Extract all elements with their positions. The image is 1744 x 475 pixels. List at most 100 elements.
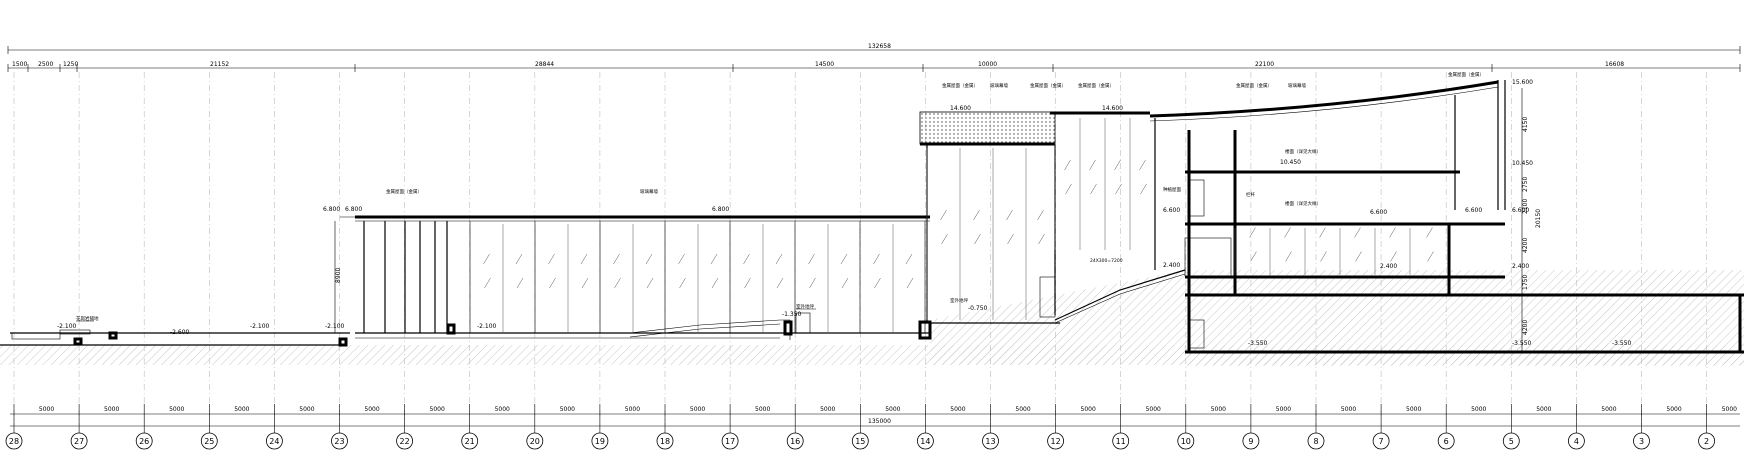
bay-dimension-text: 5000 [1276, 406, 1291, 413]
top-segment-ticks [7, 64, 1741, 72]
bay-dimension-text: 5000 [299, 406, 314, 413]
overall-dimension-text: 132658 [868, 43, 891, 50]
grid-label-10: 10 [1181, 437, 1191, 446]
glass-mark [1427, 251, 1434, 262]
glass-mark [613, 253, 620, 265]
bay-dimension-text: 5000 [820, 406, 835, 413]
level-ground-b: -2.600 [170, 329, 190, 336]
level-plinth: -0.750 [968, 305, 988, 312]
note-metal-roof-2: 金属屋面（金属） [942, 82, 978, 89]
bay-dimension-text: 5000 [625, 406, 640, 413]
bay-dimension-text: 5000 [560, 406, 575, 413]
glass-mark [1284, 227, 1291, 238]
top-segment-1: 1500 [12, 61, 27, 68]
bay-dimension-text: 5000 [1722, 406, 1737, 413]
level-10450-b: 10.450 [1512, 160, 1533, 167]
grid-label-2: 2 [1704, 437, 1709, 446]
level-2400-c: 2.400 [1512, 263, 1529, 270]
bay-dimension-text: 5000 [1211, 406, 1226, 413]
bay-dimension-text: 5000 [364, 406, 379, 413]
glass-mark [580, 253, 588, 265]
glass-mark [873, 253, 880, 265]
grid-label-4: 4 [1574, 437, 1579, 446]
glass-mark [1250, 251, 1257, 262]
glass-mark [973, 209, 980, 221]
glass-mark [905, 253, 913, 265]
level-roof-low-c: 6.800 [712, 206, 729, 213]
grid-label-12: 12 [1051, 437, 1061, 446]
level-2400: 2.400 [1163, 262, 1180, 269]
low-wing-glazing [469, 224, 914, 332]
glass-mark [515, 253, 523, 265]
grid-label-7: 7 [1379, 437, 1384, 446]
level-roof-top: 15.600 [1512, 79, 1533, 86]
stair-note: 24X300=7200 [1090, 258, 1123, 264]
glass-mark [614, 277, 621, 289]
bay-dimension-text: 5000 [1471, 406, 1486, 413]
glass-mark [1064, 159, 1071, 171]
level-6600-d: 6.600 [1512, 207, 1529, 214]
grid-label-26: 26 [139, 437, 149, 446]
glass-mark [941, 233, 948, 245]
glass-mark [1006, 209, 1013, 221]
grid-label-21: 21 [465, 437, 475, 446]
level-ramp: -1.350 [782, 311, 802, 318]
note-ramp: 室外地坪 [796, 303, 814, 310]
glass-mark [809, 277, 816, 289]
glass-mark [679, 277, 686, 289]
top-segment-2: 2500 [38, 61, 53, 68]
grid-label-14: 14 [920, 437, 930, 446]
vertical-dimensions: 8900 4150 2750 20150 4200 1750 4200 2100 [334, 88, 1542, 352]
top-segment-5: 28844 [535, 61, 554, 68]
vdim-20150: 20150 [1535, 209, 1542, 228]
glass-mark [743, 253, 750, 265]
glass-mark [1249, 227, 1256, 238]
glass-mark [1139, 159, 1146, 171]
grid-label-20: 20 [530, 437, 540, 446]
glass-mark [1426, 227, 1433, 238]
glass-mark [1038, 233, 1045, 245]
note-green-roof: 种植屋面 [1163, 186, 1181, 193]
grid-label-28: 28 [9, 437, 19, 446]
bay-dimensions: 5000 5000 5000 5000 5000 5000 5000 5000 5000 5000… [13, 404, 1737, 430]
glass-mark [483, 253, 490, 265]
glass-mark [906, 277, 914, 289]
glass-mark [1140, 183, 1147, 195]
glass-mark [678, 253, 685, 265]
glass-mark [974, 233, 981, 245]
glass-mark [841, 277, 849, 289]
bay-dimension-text: 5000 [885, 406, 900, 413]
note-railing: 栏杆 [1246, 191, 1255, 198]
glass-mark [1090, 183, 1097, 195]
note-canopy-3: 玻璃幕墙 [1288, 82, 1306, 89]
bay-dimension-text: 5000 [169, 406, 184, 413]
vdim-4200: 4200 [1522, 238, 1529, 253]
grid-label-23: 23 [334, 437, 344, 446]
atrium-glazing [1054, 118, 1147, 250]
glass-mark [1007, 233, 1014, 245]
level-roof-low-b: 6.800 [345, 206, 362, 213]
grid-label-25: 25 [204, 437, 214, 446]
glass-mark [581, 277, 589, 289]
note-left: 花岗岩铺地 [76, 315, 99, 322]
note-outdoor: 室外地坪 [950, 297, 968, 304]
low-wing: -1.350 室外地坪 [340, 215, 930, 340]
level-6600-c: 6.600 [1465, 207, 1482, 214]
grid-label-22: 22 [400, 437, 410, 446]
glass-mark [1065, 183, 1072, 195]
bay-dimension-text: 5000 [104, 406, 119, 413]
glass-mark [1089, 159, 1096, 171]
glass-mark [940, 209, 947, 221]
bay-dimension-text: 5000 [39, 406, 54, 413]
glass-mark [776, 277, 784, 289]
glass-mark [1355, 251, 1362, 262]
glass-mark [1285, 251, 1292, 262]
mid-block: -0.750 [918, 111, 1060, 340]
vdim-2100: 2100 [1522, 199, 1529, 214]
grid-label-8: 8 [1313, 437, 1318, 446]
top-segment-7: 10000 [978, 61, 997, 68]
glass-mark [840, 253, 848, 265]
grid-label-11: 11 [1116, 437, 1126, 446]
bay-dimension-text: 5000 [1406, 406, 1421, 413]
